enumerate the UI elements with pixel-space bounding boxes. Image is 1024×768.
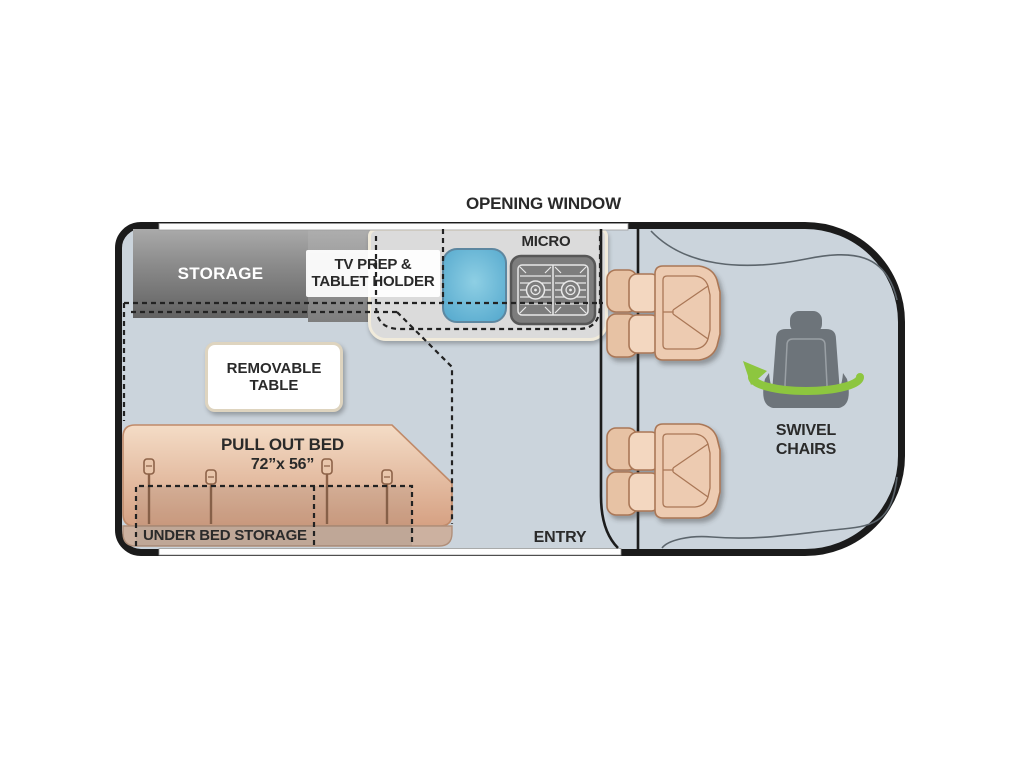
- removable-table: REMOVABLE TABLE: [205, 342, 343, 412]
- storage-label: STORAGE: [177, 263, 264, 283]
- tv-prep-label-box: TV PREP & TABLET HOLDER: [306, 250, 440, 297]
- removable-table-line1: REMOVABLE: [226, 359, 322, 377]
- removable-table-line2: TABLE: [249, 377, 299, 394]
- tv-prep-label-line1: TV PREP &: [334, 255, 412, 273]
- tv-prep-label-line2: TABLET HOLDER: [311, 272, 435, 290]
- storage-cabinet: STORAGE: [133, 229, 308, 318]
- opening-window-label: OPENING WINDOW: [466, 194, 621, 213]
